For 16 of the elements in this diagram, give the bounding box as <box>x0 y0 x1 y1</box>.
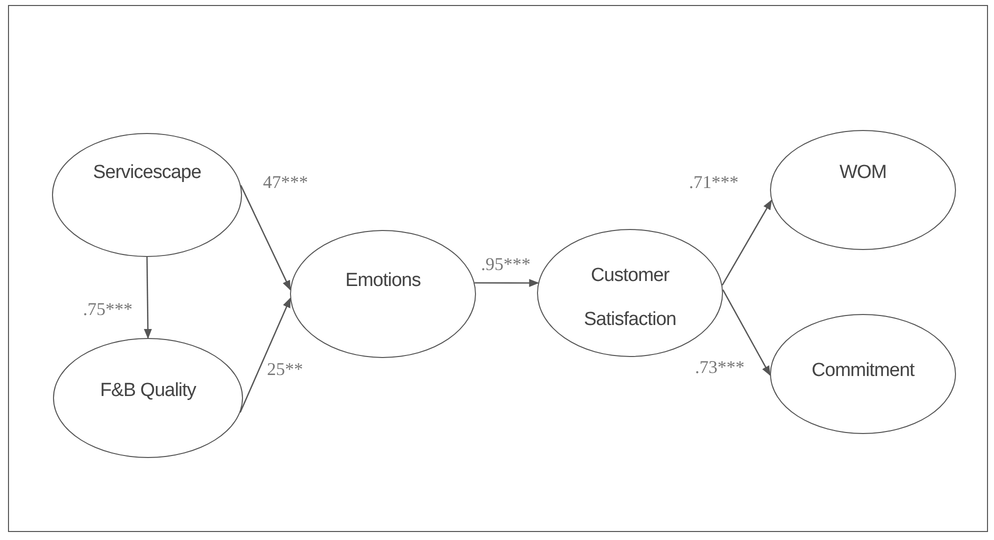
construct-label: Customer Satisfaction <box>582 264 678 332</box>
construct-label: WOM <box>838 161 888 185</box>
arrow <box>722 200 772 286</box>
construct-ellipse <box>770 314 956 434</box>
arrow <box>144 257 152 339</box>
arrow <box>240 185 291 290</box>
construct-ellipse <box>52 133 242 257</box>
construct-ellipse <box>53 338 243 458</box>
construct-ellipse <box>770 130 956 250</box>
construct-label: Servicescape <box>92 161 202 185</box>
construct-label: F&B Quality <box>99 379 198 403</box>
construct-label: Commitment <box>810 359 916 383</box>
arrow <box>240 298 291 413</box>
construct-label: Emotions <box>344 269 422 293</box>
arrow <box>722 289 771 376</box>
arrow <box>474 278 540 287</box>
